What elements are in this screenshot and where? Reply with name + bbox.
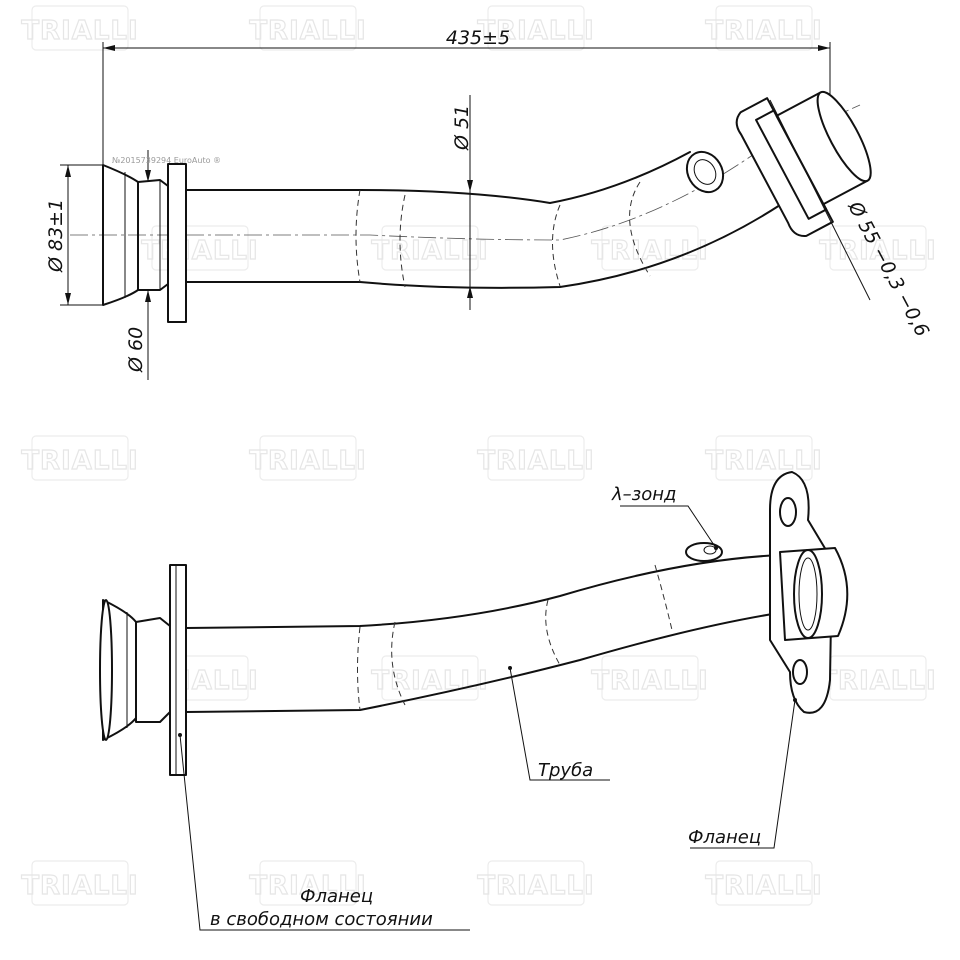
watermark-box	[259, 860, 357, 906]
watermark-text: TRIALLI	[819, 236, 936, 266]
stamp-note: №2015739294 EuroAuto ®	[112, 156, 221, 165]
watermark-text: TRIALLI	[371, 236, 488, 266]
watermark-text: TRIALLI	[819, 666, 936, 696]
length-dimension: 435±5	[446, 27, 510, 49]
watermark-text: TRIALLI	[21, 871, 138, 901]
outlet-flange-group	[735, 90, 872, 237]
main-pipe-bottom	[185, 204, 781, 289]
watermark-text: TRIALLI	[705, 16, 822, 46]
watermark-box	[601, 655, 699, 701]
watermark-text: TRIALLI	[371, 666, 488, 696]
flange-label: Фланец	[688, 827, 761, 848]
watermark-box	[487, 5, 585, 51]
watermark-box	[487, 860, 585, 906]
iso-pipe-top	[185, 554, 781, 629]
watermark-box	[259, 5, 357, 51]
lambda-probe-label: λ–зонд	[611, 484, 676, 505]
iso-pipe-bottom	[185, 611, 786, 713]
watermark-text: TRIALLI	[705, 446, 822, 476]
watermark-box	[715, 435, 813, 481]
watermark-box	[381, 655, 479, 701]
isometric-view: λ–зонд Труба Фланец Фланец в свободном с…	[99, 471, 849, 931]
pipe-diameter-dimension: Ø 51	[451, 105, 473, 151]
watermark-text: TRIALLI	[21, 446, 138, 476]
watermark-text: TRIALLI	[477, 16, 594, 46]
watermark-text: TRIALLI	[249, 16, 366, 46]
watermark-box	[31, 860, 129, 906]
watermark-text: TRIALLI	[21, 16, 138, 46]
free-flange-plate	[167, 163, 187, 323]
watermark-text: TRIALLI	[249, 446, 366, 476]
pipe-label: Труба	[538, 760, 593, 781]
iso-free-flange	[169, 564, 187, 776]
lambda-boss-top	[685, 150, 725, 194]
outlet-diameter-dimension: Ø 55 −0,3 −0,6	[843, 197, 933, 340]
watermark-box	[715, 860, 813, 906]
main-pipe-top	[185, 151, 691, 204]
top-view: 435±5 Ø 51 Ø 83±1 Ø 60 Ø 55 −0,3 −0,6 №2…	[45, 27, 933, 380]
flange-outer-diameter-dimension: Ø 83±1	[45, 199, 67, 273]
watermark-box	[259, 435, 357, 481]
watermark-text: TRIALLI	[141, 236, 258, 266]
watermark-box	[151, 225, 249, 271]
iso-lambda-boss	[685, 542, 723, 562]
watermark-box	[715, 5, 813, 51]
watermark-box	[31, 435, 129, 481]
watermark-text: TRIALLI	[591, 236, 708, 266]
watermark-text: TRIALLI	[705, 871, 822, 901]
free-flange-label-line2: в свободном состоянии	[210, 909, 433, 930]
watermark-box	[31, 5, 129, 51]
inlet-diameter-dimension: Ø 60	[125, 327, 147, 373]
free-flange-label-line1: Фланец	[300, 886, 373, 907]
watermark-text: TRIALLI	[591, 666, 708, 696]
watermark-text: TRIALLI	[477, 871, 594, 901]
watermark-text: TRIALLI	[249, 871, 366, 901]
watermark-box	[487, 435, 585, 481]
watermark-box	[381, 225, 479, 271]
watermark-box	[829, 225, 927, 271]
watermark-text: TRIALLI	[477, 446, 594, 476]
watermark-layer: TRIALLI TRIALLI TRIALLI TRIALLI TRIALLI TRIAL…	[21, 5, 936, 906]
